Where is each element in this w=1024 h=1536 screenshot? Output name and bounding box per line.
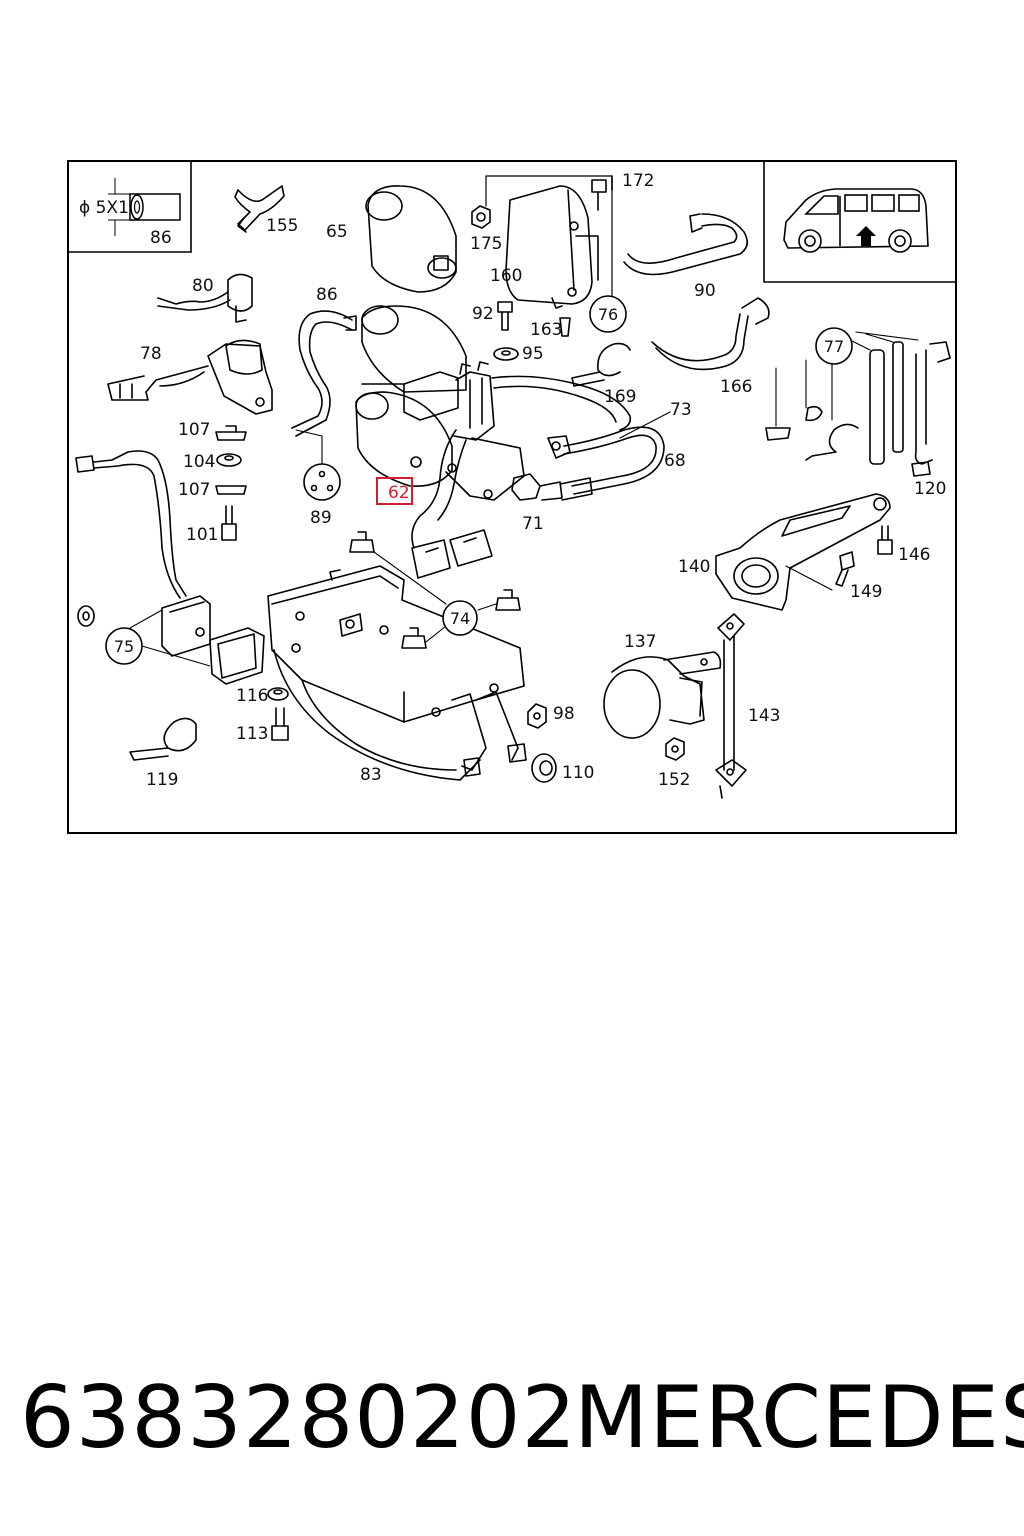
mount-stack-icon — [215, 425, 247, 541]
nut-152-icon — [665, 737, 685, 761]
callout-75: 75 — [105, 609, 211, 667]
brand-name: MERCEDES — [574, 1368, 1024, 1468]
label-71: 71 — [522, 514, 544, 534]
label-149: 149 — [850, 582, 882, 602]
label-113: 113 — [236, 724, 268, 744]
label-73: 73 — [670, 400, 692, 420]
label-98: 98 — [553, 704, 575, 724]
callout-76: 76 — [589, 295, 627, 333]
inset-part-label: 86 — [150, 228, 172, 248]
vehicle-location-inset — [763, 161, 956, 283]
screw-113-icon — [271, 707, 289, 741]
fitting-71-icon — [511, 473, 593, 501]
callout-74: 74 — [442, 600, 478, 636]
location-arrow-icon — [856, 226, 876, 246]
hose-166-icon — [651, 297, 770, 371]
label-104: 104 — [183, 452, 215, 472]
label-101: 101 — [186, 525, 218, 545]
clip-155-icon — [234, 185, 285, 233]
label-110: 110 — [562, 763, 594, 783]
label-140: 140 — [678, 557, 710, 577]
valve-80-icon — [157, 273, 253, 323]
part-number: 6383280202 — [20, 1368, 578, 1468]
label-166: 166 — [720, 377, 752, 397]
bracket-140-icon — [715, 493, 891, 611]
label-68: 68 — [664, 451, 686, 471]
inset-dimension-label: ϕ 5X1 — [79, 198, 129, 218]
nut-group-74-icon — [349, 531, 521, 649]
bushing-110-icon — [531, 753, 557, 783]
air-line-73-icon — [547, 411, 671, 495]
svg-text:74: 74 — [450, 609, 470, 628]
label-175: 175 — [470, 234, 502, 254]
label-65: 65 — [326, 222, 348, 242]
screw-146-icon — [877, 525, 893, 555]
label-90: 90 — [694, 281, 716, 301]
accumulator-65-icon — [365, 185, 457, 293]
label-83: 83 — [360, 765, 382, 785]
label-92: 92 — [472, 304, 494, 324]
label-152: 152 — [658, 770, 690, 790]
hose-86-icon — [291, 310, 357, 437]
screw-172-icon — [591, 175, 613, 211]
label-143: 143 — [748, 706, 780, 726]
label-78: 78 — [140, 344, 162, 364]
label-116: 116 — [236, 686, 268, 706]
label-80: 80 — [192, 276, 214, 296]
label-137: 137 — [624, 632, 656, 652]
label-160: 160 — [490, 266, 522, 286]
screw-92-icon — [497, 301, 513, 331]
plug-163-icon — [559, 317, 571, 337]
nut-98-icon — [527, 703, 547, 729]
svg-text:77: 77 — [824, 337, 844, 356]
cable-tie-119-icon — [129, 717, 197, 761]
compressor-unit-62-icon — [355, 305, 632, 579]
callout-77: 77 — [815, 327, 853, 365]
part-group-77-icon — [765, 331, 951, 477]
parts-diagram: ϕ 5X1 86 — [67, 160, 957, 834]
svg-text:75: 75 — [114, 637, 134, 656]
label-107-bottom: 107 — [178, 480, 210, 500]
washer-116-icon — [267, 687, 289, 701]
label-119: 119 — [146, 770, 178, 790]
van-icon — [783, 188, 929, 253]
air-pipe-90-icon — [623, 213, 748, 276]
svg-text:76: 76 — [598, 305, 618, 324]
plate-89-icon — [295, 429, 341, 501]
linkage-rod-143-icon — [715, 613, 747, 799]
screw-149-icon — [835, 551, 855, 587]
label-107-top: 107 — [178, 420, 210, 440]
cable-tie-169-icon — [571, 342, 631, 387]
highlight-box-62 — [376, 477, 413, 505]
washer-95-icon — [493, 347, 519, 361]
label-172: 172 — [622, 171, 654, 191]
diagram-frame — [67, 160, 957, 834]
crossmember-83-icon — [267, 565, 527, 781]
module-75-icon — [77, 595, 265, 685]
nut-175-icon — [471, 205, 491, 229]
label-169: 169 — [604, 387, 636, 407]
label-86: 86 — [316, 285, 338, 305]
valve-block-78-icon — [107, 339, 273, 415]
label-95: 95 — [522, 344, 544, 364]
label-146: 146 — [898, 545, 930, 565]
level-sensor-137-icon — [603, 651, 722, 739]
hose-dimension-inset: ϕ 5X1 86 — [68, 161, 192, 253]
label-120: 120 — [914, 479, 946, 499]
wiring-harness-icon — [75, 450, 187, 599]
label-62: 62 — [388, 483, 410, 503]
label-155: 155 — [266, 216, 298, 236]
label-163: 163 — [530, 320, 562, 340]
label-89: 89 — [310, 508, 332, 528]
control-unit-160-icon — [505, 185, 599, 309]
